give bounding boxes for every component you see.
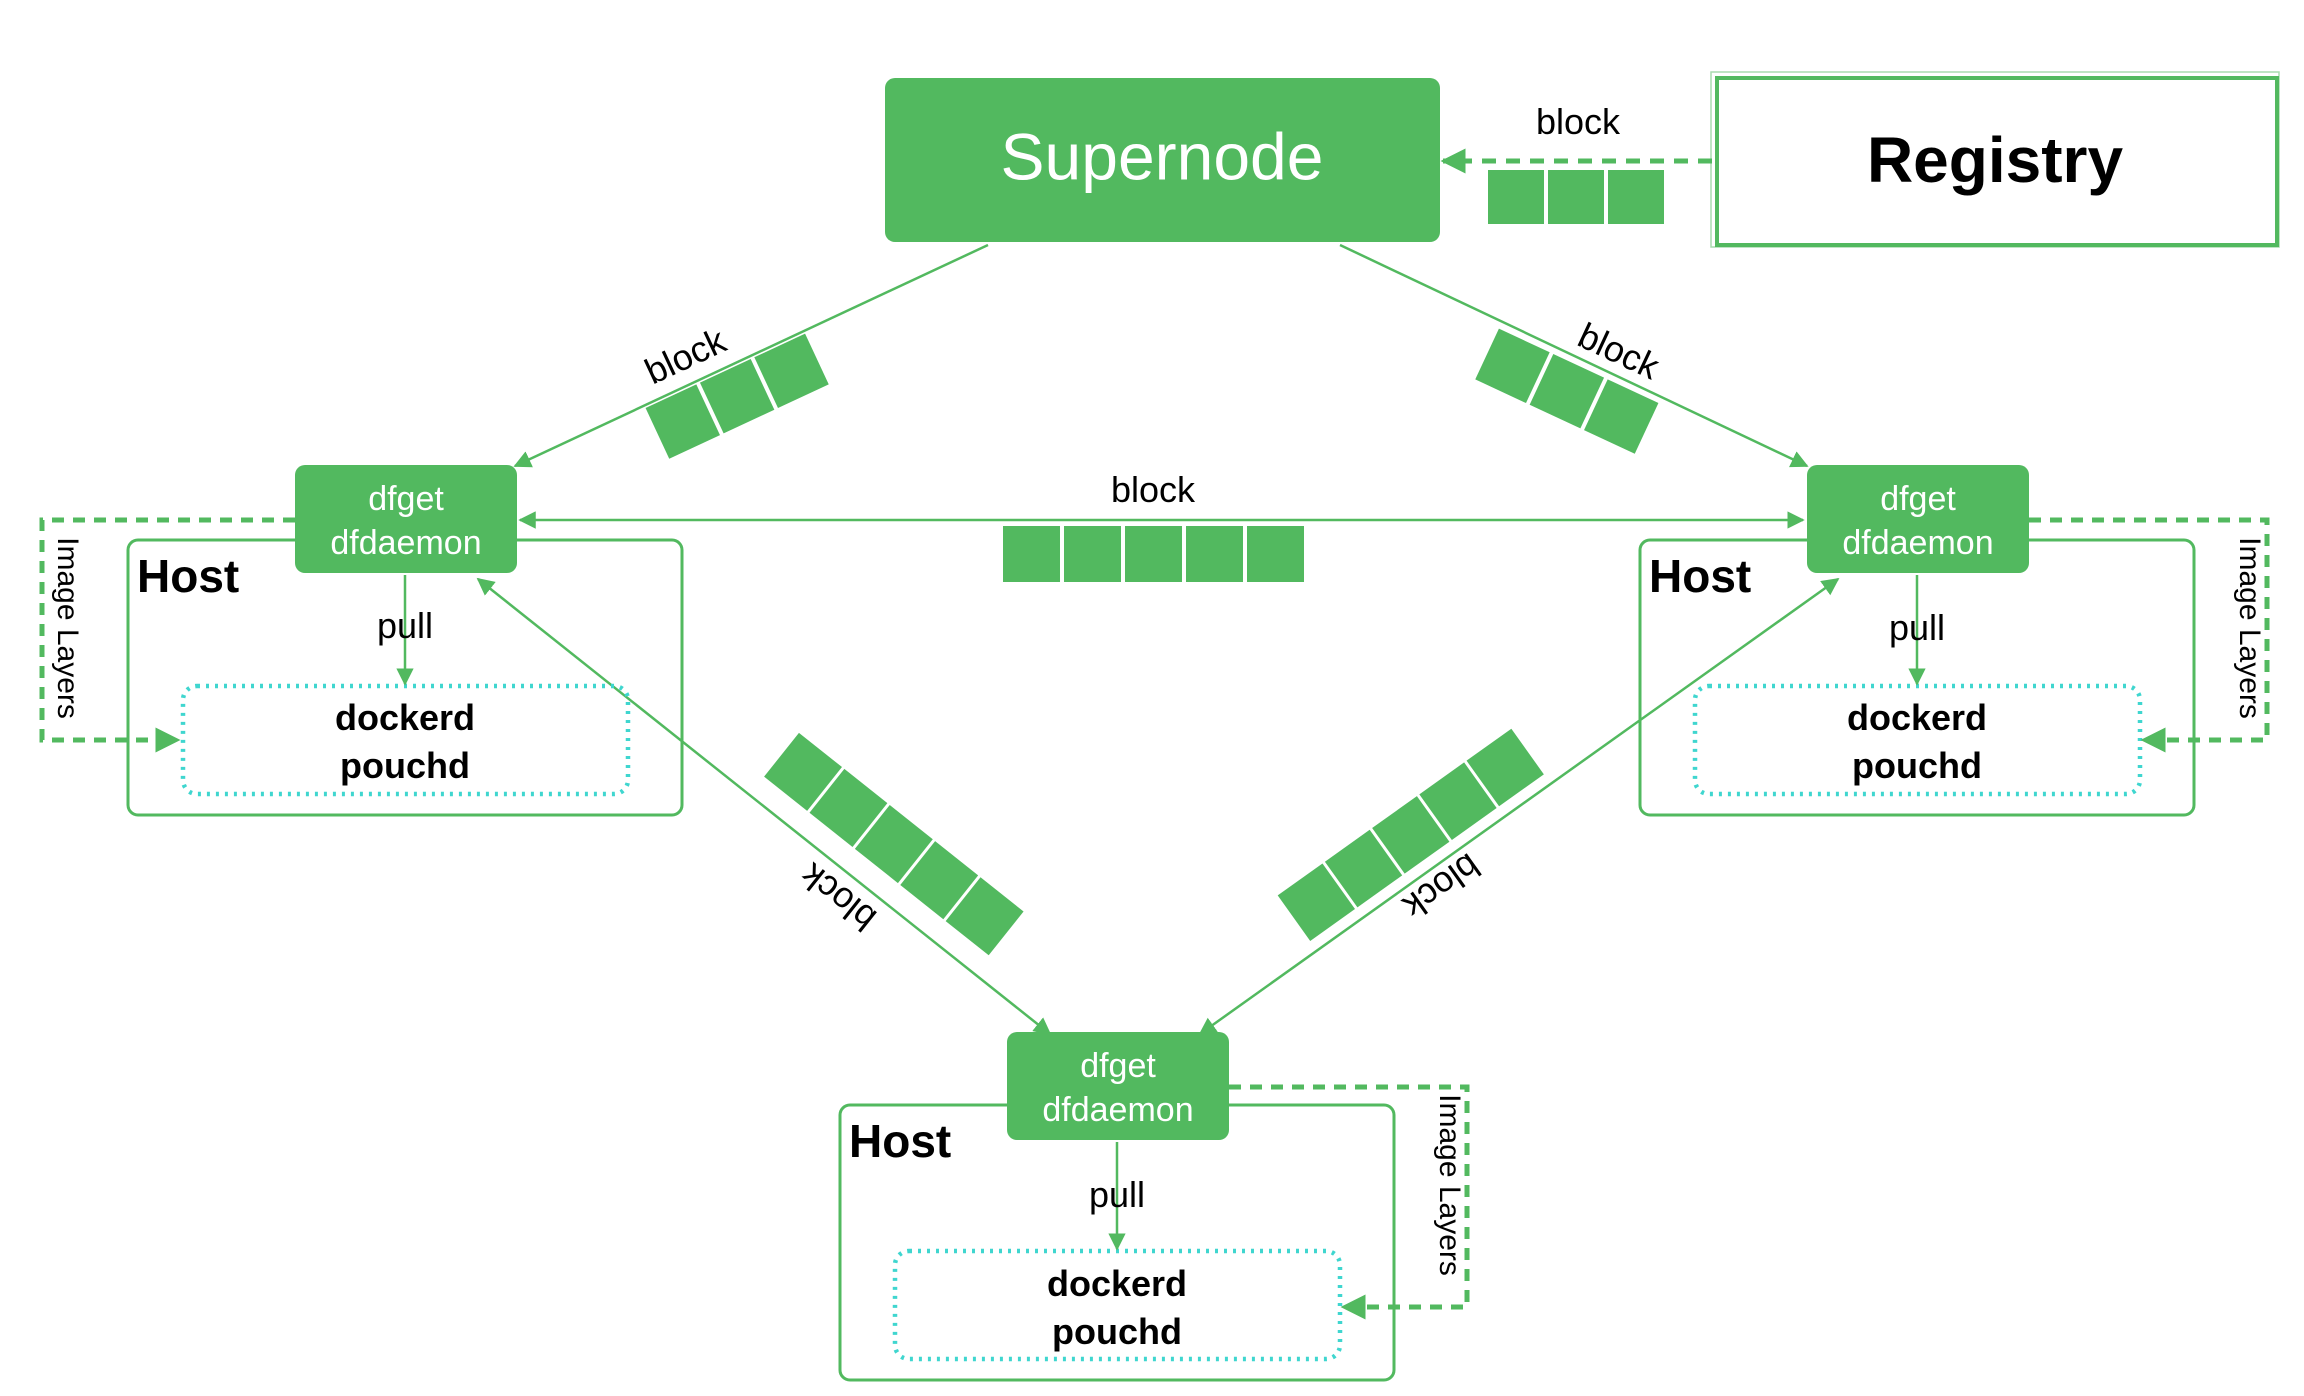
left-pull-label: pull [377,605,433,646]
right-image-layers-label: Image Layers [2233,537,2266,719]
bottom-daemon-line2: dfdaemon [1042,1091,1193,1129]
bottom-image-layers-label: Image Layers [1433,1094,1466,1276]
right-pull-label: pull [1889,607,1945,648]
left-diagonal-block-strip: block [638,319,829,459]
bottom-engine-line1: dockerd [1047,1263,1187,1304]
right-daemon-line2: dfdaemon [1842,524,1993,562]
bottom-dfget-node: dfget dfdaemon [1007,1032,1229,1140]
registry-block-label: block [1536,101,1621,142]
right-host: Host dockerd pouchd pull dfget dfdaemon … [1638,465,2270,817]
left-daemon-line2: dfdaemon [330,524,481,562]
bottom-image-layers-arrow [1229,1084,1470,1320]
registry-label: Registry [1867,124,2124,196]
bottom-engine-line2: pouchd [1052,1311,1182,1352]
right-diagonal-block-strip: block [1475,315,1666,454]
left-bottom-peer-arrow [476,577,1052,1036]
right-image-layers-arrow [2029,517,2270,753]
right-engine-line2: pouchd [1852,745,1982,786]
lower-right-block-strip [1277,728,1544,941]
bottom-host-label: Host [849,1115,951,1167]
left-image-layers-arrow [39,517,295,753]
supernode-node: Supernode [885,78,1440,242]
right-dfget-node: dfget dfdaemon [1807,465,2029,573]
horizontal-block-strip [1003,526,1304,582]
right-host-label: Host [1649,550,1751,602]
left-host: Host dockerd pouchd pull dfget dfdaemon … [39,465,684,817]
registry-block-strip [1488,170,1664,224]
left-engine-line2: pouchd [340,745,470,786]
bottom-daemon-line1: dfget [1080,1047,1156,1085]
right-daemon-line1: dfget [1880,480,1956,518]
registry-node: Registry [1710,71,2280,248]
left-engine-line1: dockerd [335,697,475,738]
supernode-to-left-arrow [513,243,989,468]
horizontal-block-label: block [1111,469,1196,510]
supernode-to-right-arrow [1339,243,1809,468]
left-host-label: Host [137,550,239,602]
left-image-layers-label: Image Layers [51,537,84,719]
left-daemon-line1: dfget [368,480,444,518]
lower-left-block-strip [764,732,1024,956]
lower-left-block-label: block [792,855,884,940]
right-engine-line1: dockerd [1847,697,1987,738]
right-bottom-peer-arrow [1198,577,1840,1036]
bottom-host: Host dockerd pouchd pull dfget dfdaemon … [838,1032,1470,1382]
supernode-label: Supernode [1001,119,1324,193]
left-dfget-node: dfget dfdaemon [295,465,517,573]
bottom-pull-label: pull [1089,1174,1145,1215]
